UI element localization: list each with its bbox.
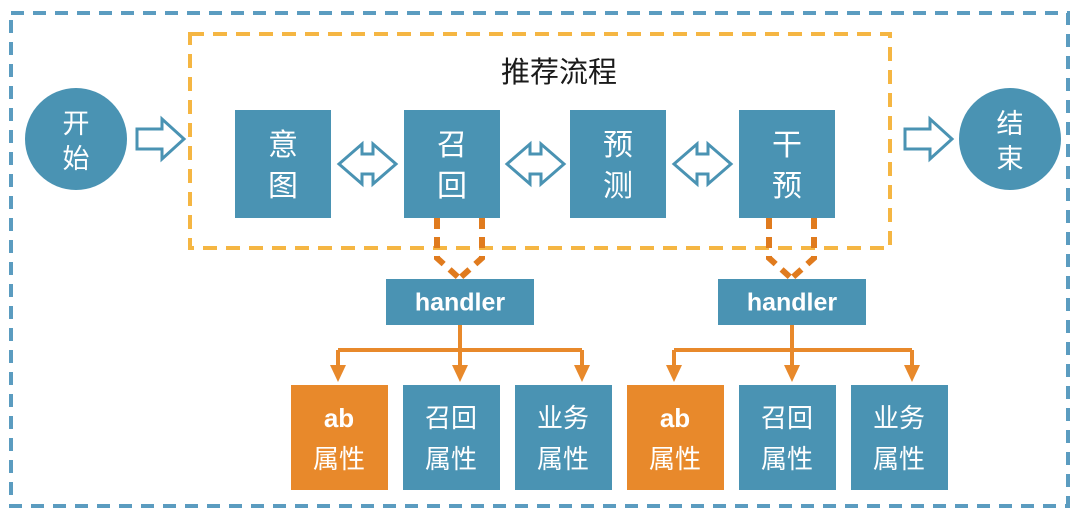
svg-text:属性: 属性 <box>761 445 813 474</box>
svg-text:handler: handler <box>747 289 838 317</box>
attr-box-recall-left: 召回 属性 <box>403 385 500 490</box>
svg-text:handler: handler <box>415 289 506 317</box>
svg-text:预: 预 <box>603 129 633 162</box>
attr-box-business-left: 业务 属性 <box>515 385 612 490</box>
svg-text:意: 意 <box>268 129 298 162</box>
svg-text:属性: 属性 <box>649 445 701 474</box>
svg-text:预: 预 <box>772 170 802 203</box>
svg-text:ab: ab <box>660 403 690 433</box>
handler-box-right: handler <box>718 279 866 325</box>
svg-text:召回: 召回 <box>425 404 477 433</box>
svg-text:测: 测 <box>603 170 633 203</box>
svg-text:束: 束 <box>997 144 1024 174</box>
end-node: 结 束 <box>959 88 1061 190</box>
dashed-arrow-intervene-to-handler <box>766 218 817 281</box>
svg-text:属性: 属性 <box>425 445 477 474</box>
svg-text:业务: 业务 <box>873 404 925 433</box>
svg-text:业务: 业务 <box>537 404 589 433</box>
svg-text:召回: 召回 <box>761 404 813 433</box>
double-arrow-recall-predict <box>504 140 567 188</box>
dashed-arrow-recall-to-handler <box>434 218 485 281</box>
svg-text:属性: 属性 <box>537 445 589 474</box>
fanout-connector-left <box>330 325 590 382</box>
start-node: 开 始 <box>25 88 127 190</box>
start-to-pipeline-arrow <box>135 115 187 163</box>
svg-text:始: 始 <box>63 144 90 174</box>
svg-text:属性: 属性 <box>873 445 925 474</box>
attr-box-ab-right: ab 属性 <box>627 385 724 490</box>
svg-text:干: 干 <box>772 129 802 162</box>
svg-text:图: 图 <box>268 170 298 203</box>
double-arrow-predict-intervene <box>671 140 734 188</box>
stage-box-intervene: 干 预 <box>739 110 835 218</box>
stage-box-intent: 意 图 <box>235 110 331 218</box>
pipeline-to-end-arrow <box>903 115 955 163</box>
svg-text:属性: 属性 <box>313 445 365 474</box>
handler-box-left: handler <box>386 279 534 325</box>
attr-box-business-right: 业务 属性 <box>851 385 948 490</box>
attr-box-recall-right: 召回 属性 <box>739 385 836 490</box>
svg-text:结: 结 <box>997 109 1024 139</box>
svg-text:ab: ab <box>324 403 354 433</box>
svg-text:开: 开 <box>63 109 90 139</box>
attr-box-ab-left: ab 属性 <box>291 385 388 490</box>
group-title: 推荐流程 <box>501 56 617 89</box>
outer-dashed-boundary <box>9 11 1070 508</box>
double-arrow-intent-recall <box>336 140 399 188</box>
fanout-connector-right <box>666 325 920 382</box>
stage-box-predict: 预 测 <box>570 110 666 218</box>
svg-text:召: 召 <box>437 129 467 162</box>
recommendation-flow-group-boundary <box>188 32 892 250</box>
stage-box-recall: 召 回 <box>404 110 500 218</box>
svg-text:回: 回 <box>437 170 467 203</box>
